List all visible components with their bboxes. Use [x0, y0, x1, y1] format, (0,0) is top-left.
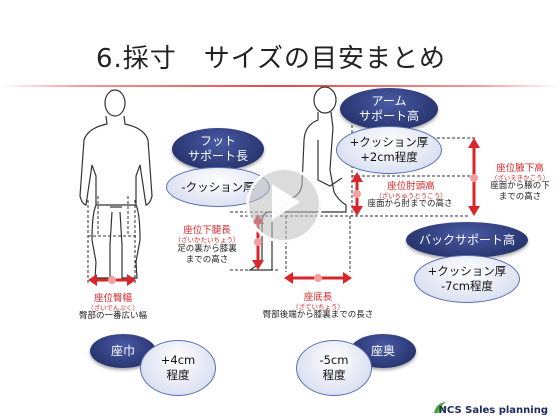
annotation-desc: 座面から腋の下 までの高さ	[490, 181, 550, 202]
marker-circle	[314, 274, 322, 282]
foot-support-label: フット サポート長	[172, 128, 264, 170]
annotation-reading: （ざいかたいちょう）	[174, 236, 240, 244]
annotation-reading: （ざいえきかこう）	[490, 174, 550, 182]
annotation-title: 座底長	[303, 292, 333, 303]
footer-brand: NCS Sales planning	[438, 405, 548, 416]
annotation-title: 座位下腿長	[183, 225, 231, 236]
marker-circle	[470, 174, 478, 182]
annotation-desc: 足の裏から膝裏 までの高さ	[177, 244, 237, 265]
annotation-reading: （ざいでんぷく）	[87, 304, 139, 312]
annotation-desc: 臀部後端から膝裏までの長さ	[262, 310, 374, 320]
annotation-title: 座位腋下高	[496, 163, 544, 174]
arm-support-value: +クッション厚 +2cm程度	[336, 126, 442, 174]
annotation-desc: 座面から肘までの高さ	[367, 199, 453, 209]
annotation-title: 座位肘頭高	[387, 181, 435, 192]
annotation-desc: 臀部の一番広い幅	[78, 311, 147, 321]
title-divider	[0, 85, 560, 87]
seat-depth-value: -5cm 程度	[296, 340, 372, 396]
page-title: 6.採寸 サイズの目安まとめ	[96, 44, 447, 74]
marker-circle	[353, 190, 361, 198]
seat-width-value: +4cm 程度	[140, 340, 216, 396]
marker-circle	[254, 238, 262, 246]
marker-circle	[108, 276, 116, 284]
front-seat-guides	[87, 196, 138, 285]
company-logo-icon	[434, 402, 447, 413]
play-icon[interactable]	[272, 184, 300, 220]
annotation-reading: （ざていちょう）	[292, 303, 344, 311]
front-body-figure	[79, 89, 153, 279]
annotation-title: 座位臀幅	[93, 293, 132, 304]
back-support-label: バックサポート高	[406, 222, 528, 258]
back-support-value: +クッション厚 -7cm程度	[414, 255, 520, 303]
annotation-reading: （ざいちゅうとうこう）	[375, 192, 447, 200]
arm-support-label: アーム サポート高	[340, 88, 438, 130]
